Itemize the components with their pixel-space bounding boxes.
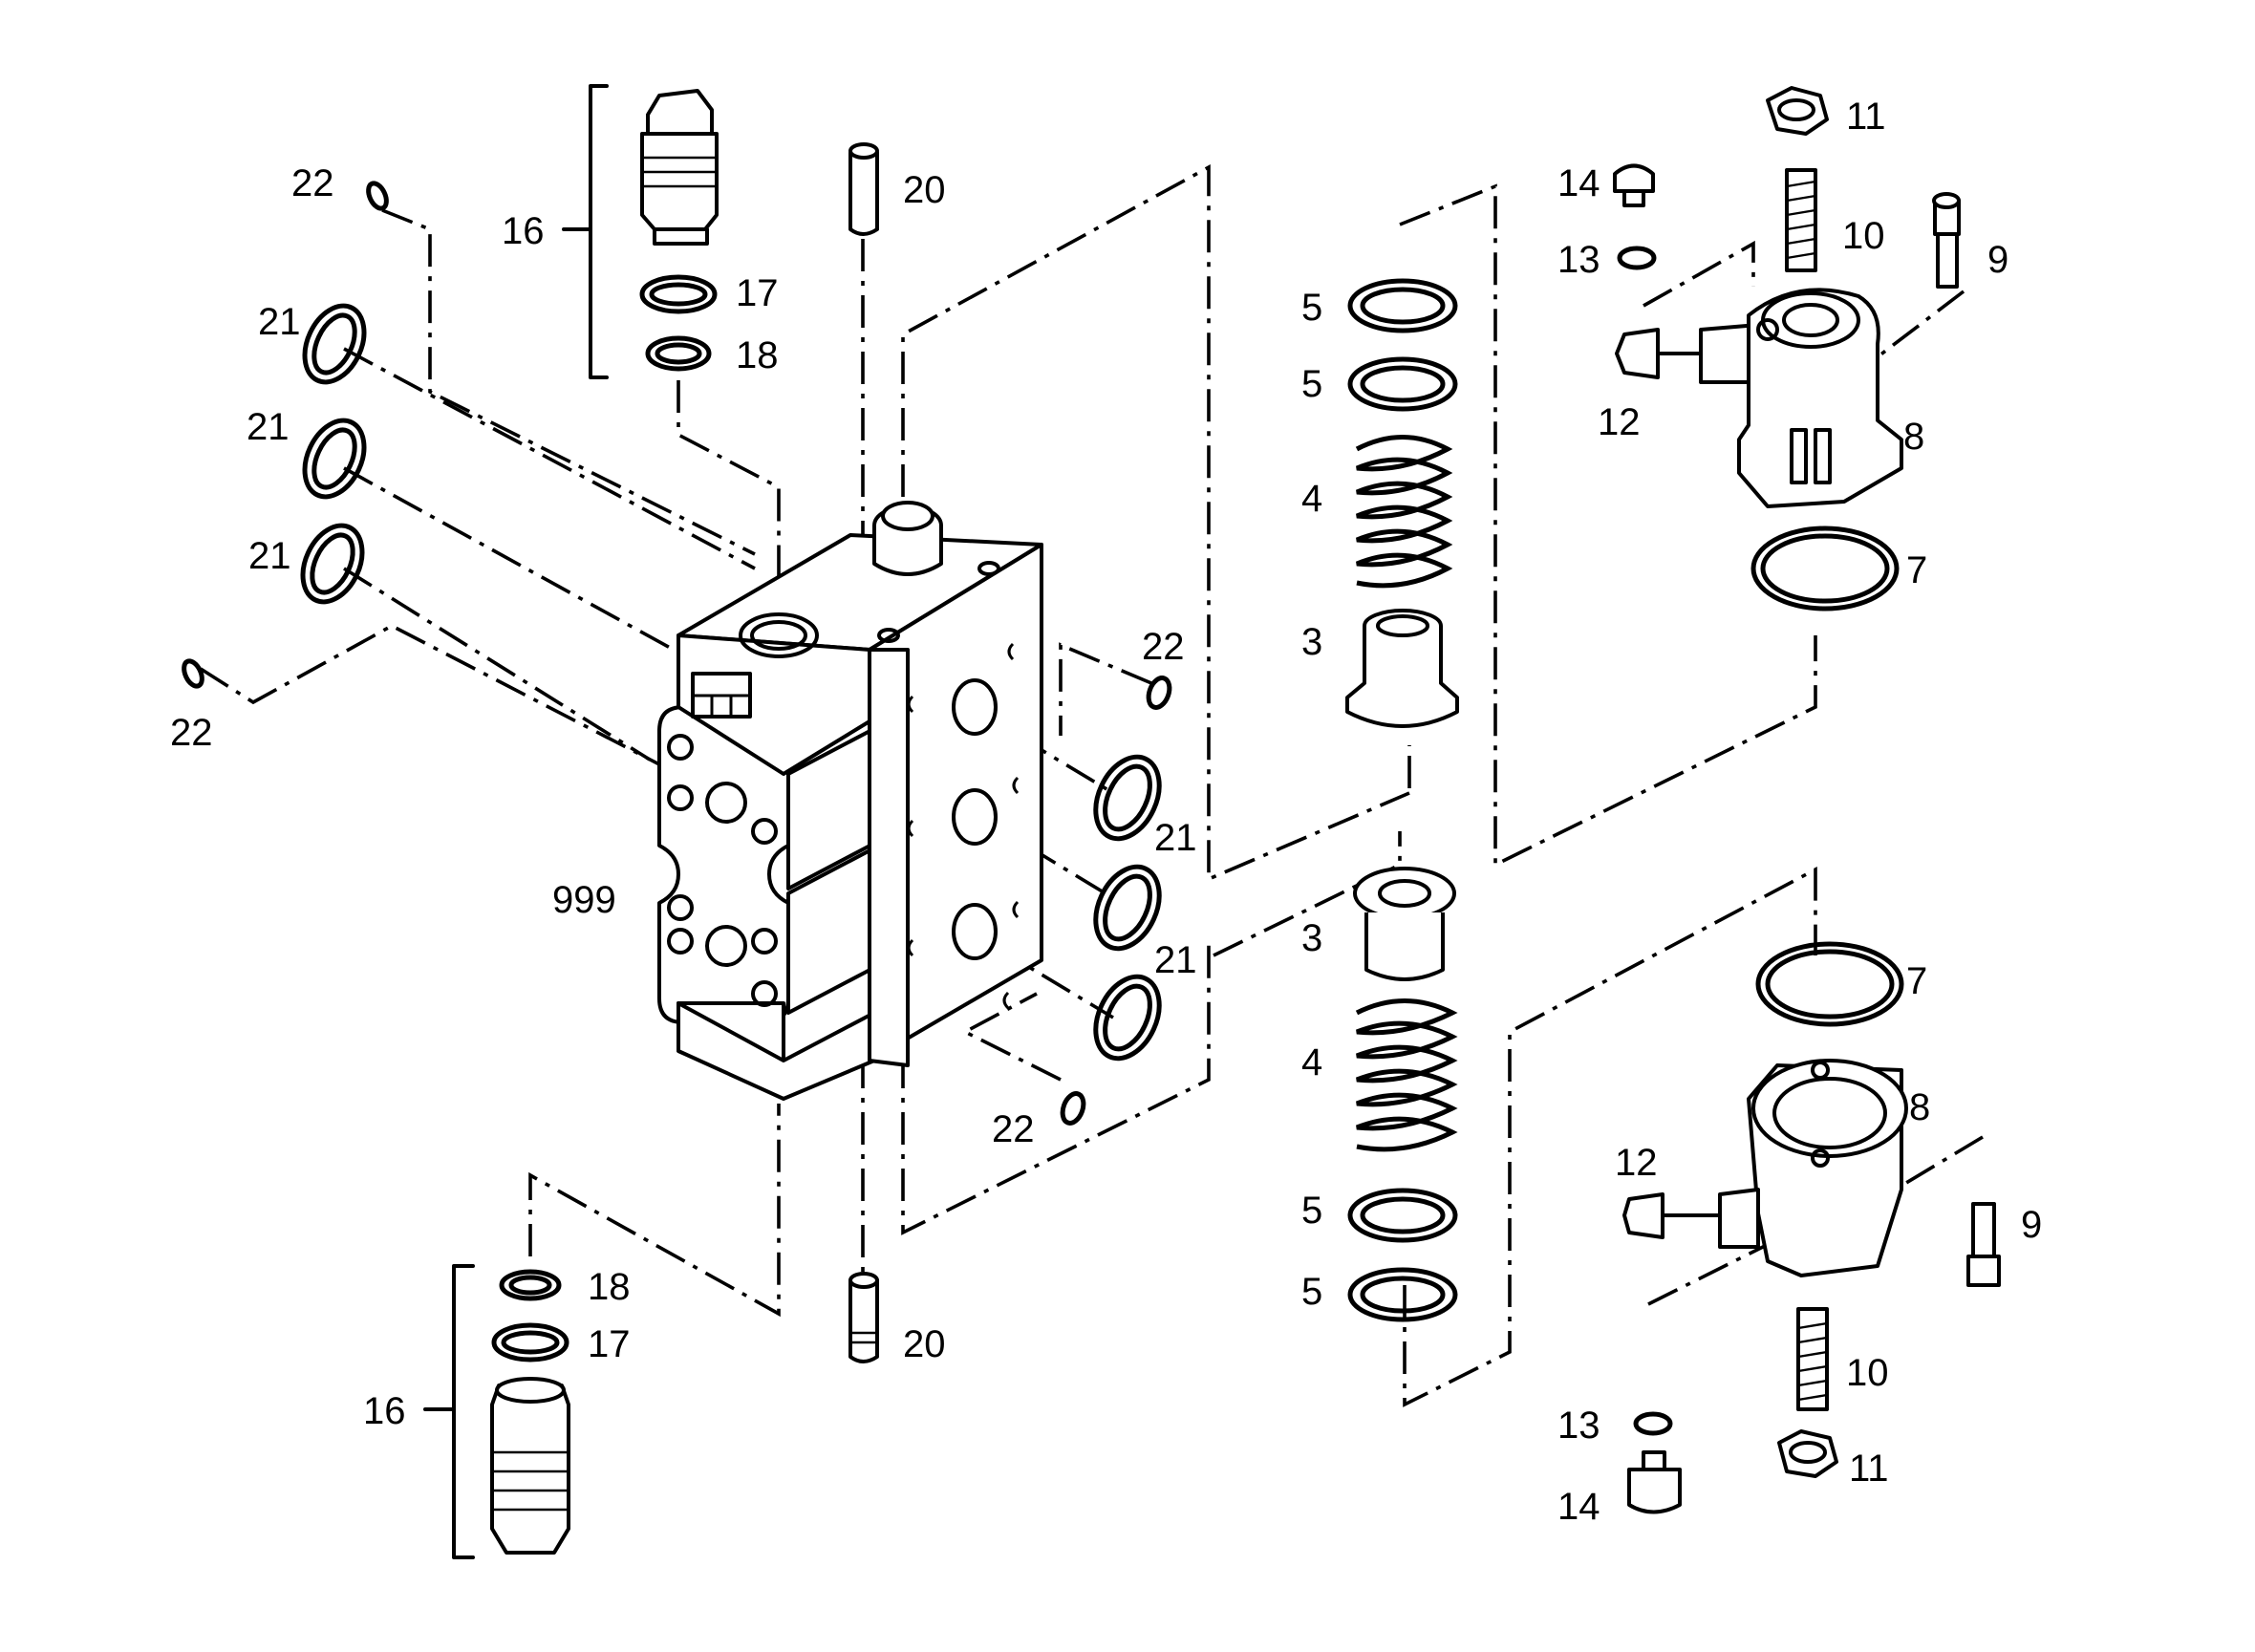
label-12-lower: 12: [1615, 1142, 1658, 1184]
left-o-rings: [182, 181, 389, 689]
label-4-lower: 4: [1301, 1041, 1322, 1083]
label-21-left-2: 21: [247, 406, 290, 448]
label-10-lower: 10: [1846, 1352, 1889, 1394]
label-20-upper: 20: [903, 169, 946, 211]
label-22-left: 22: [170, 712, 213, 754]
valve-body: [657, 501, 1043, 1101]
label-9-lower: 9: [2021, 1204, 2042, 1246]
label-22-right-lower: 22: [992, 1108, 1035, 1150]
label-13-upper: 13: [1557, 239, 1600, 281]
relief-valve-bottom: [423, 1264, 570, 1559]
pins: [848, 142, 879, 1363]
label-21-left-3: 21: [248, 535, 291, 577]
label-5-a: 5: [1301, 287, 1322, 329]
label-7-lower: 7: [1906, 960, 1927, 1002]
label-7-upper: 7: [1906, 549, 1927, 591]
label-18-lower: 18: [588, 1266, 631, 1308]
label-3-lower: 3: [1301, 917, 1322, 959]
label-22-top-left: 22: [291, 162, 334, 204]
label-5-b: 5: [1301, 363, 1322, 405]
label-10-upper: 10: [1842, 215, 1885, 257]
label-8-lower: 8: [1909, 1086, 1930, 1128]
label-12-upper: 12: [1598, 401, 1641, 443]
label-14-upper: 14: [1557, 162, 1600, 204]
label-13-lower: 13: [1557, 1405, 1600, 1447]
label-14-lower: 14: [1557, 1486, 1600, 1528]
label-999: 999: [552, 879, 616, 921]
label-18-upper: 18: [736, 334, 779, 376]
upper-end-cap: [1613, 86, 1961, 611]
label-16-upper: 16: [502, 210, 545, 252]
label-22-right-upper: 22: [1142, 626, 1185, 668]
relief-valve-top: [562, 84, 719, 379]
label-5-c: 5: [1301, 1190, 1322, 1232]
label-11-lower: 11: [1849, 1448, 1889, 1490]
label-11-upper: 11: [1846, 96, 1886, 138]
label-21-left-1: 21: [258, 301, 301, 343]
label-21-right-2: 21: [1154, 939, 1197, 981]
label-17-lower: 17: [588, 1323, 631, 1365]
label-17-upper: 17: [736, 272, 779, 314]
upper-spool-stack: [1345, 278, 1459, 728]
label-9-upper: 9: [1987, 239, 2008, 281]
label-16-lower: 16: [363, 1390, 406, 1432]
label-20-lower: 20: [903, 1323, 946, 1365]
label-4-upper: 4: [1301, 478, 1322, 520]
lower-spool-stack: [1347, 867, 1458, 1322]
lower-end-cap: [1622, 941, 2001, 1514]
label-5-d: 5: [1301, 1271, 1322, 1313]
right-o-rings: [1060, 676, 1172, 1126]
label-21-right-1: 21: [1154, 817, 1197, 859]
part-labels: 999 3 3 4 4 5 5 5 5 7 7 8 8 9 9 10 10 11…: [170, 96, 2042, 1528]
label-8-upper: 8: [1903, 416, 1924, 458]
label-3-upper: 3: [1301, 621, 1322, 663]
